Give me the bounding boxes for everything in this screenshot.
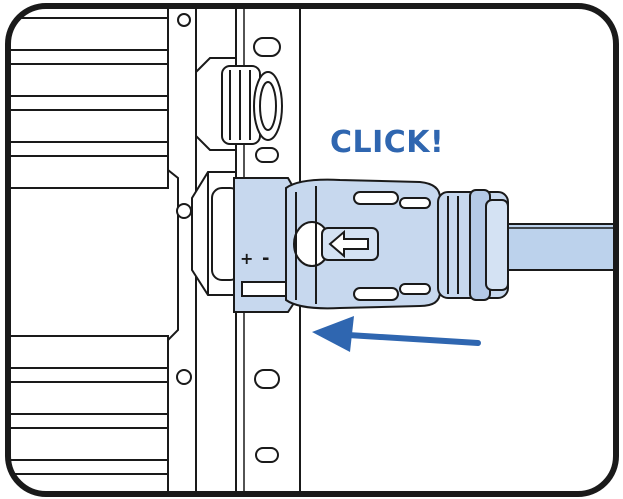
illustration-frame [5,3,619,497]
heatsink-fins [8,17,169,494]
lock-arrow-icon [328,229,369,259]
cable [499,223,616,271]
marking-positive: + [240,249,253,268]
marking-negative: - [262,248,269,269]
housing-panel [167,6,197,494]
insert-direction-arrow-icon [312,316,481,352]
empty-port [195,57,283,151]
plug-connector [233,177,509,313]
polarity-markings: + - [240,248,269,269]
click-callout: CLICK! [330,125,445,160]
mounted-port-nut [191,171,241,296]
